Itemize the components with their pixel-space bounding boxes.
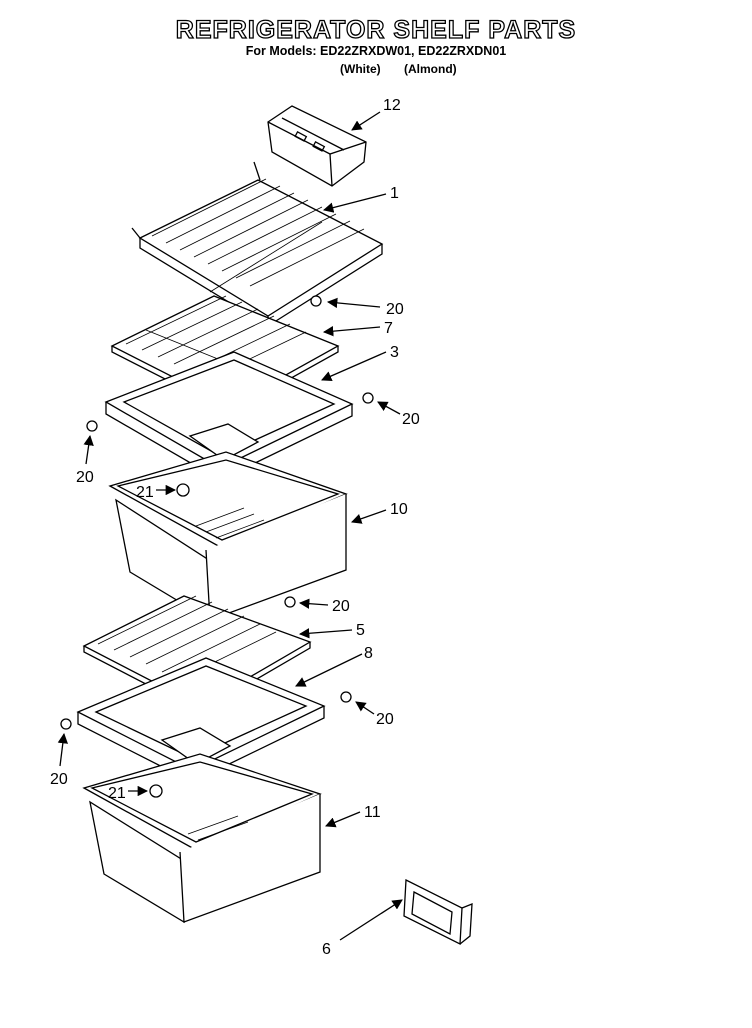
clip-20-icon: [362, 392, 374, 404]
callout-3: 3: [390, 344, 399, 361]
variant-white: (White): [340, 62, 381, 76]
callout-10: 10: [390, 501, 408, 518]
part-6-frame: [403, 878, 473, 946]
clip-20-icon: [60, 718, 72, 730]
clip-20-icon: [310, 295, 322, 307]
variant-almond: (Almond): [404, 62, 457, 76]
callout-20-a: 20: [386, 301, 404, 318]
callout-12: 12: [383, 97, 401, 114]
clip-20-icon: [86, 420, 98, 432]
part-12-bin: [267, 105, 367, 187]
callout-5: 5: [356, 622, 365, 639]
callout-20-b: 20: [402, 411, 420, 428]
clip-20-icon: [340, 691, 352, 703]
part-1-top-shelf: [131, 161, 384, 328]
clip-20-icon: [284, 596, 296, 608]
callout-21-a: 21: [136, 484, 154, 501]
callout-7: 7: [384, 320, 393, 337]
callout-20-e: 20: [376, 711, 394, 728]
callout-20-c: 20: [76, 469, 94, 486]
callout-8: 8: [364, 645, 373, 662]
callout-1: 1: [390, 185, 399, 202]
callout-11: 11: [364, 804, 381, 821]
callout-20-d: 20: [332, 598, 350, 615]
page-title: REFRIGERATOR SHELF PARTS: [175, 15, 577, 44]
callout-6: 6: [322, 941, 331, 958]
clip-icons: [60, 295, 374, 798]
leader-lines: [57, 111, 403, 941]
models-line: For Models: ED22ZRXDW01, ED22ZRXDN01: [245, 44, 507, 58]
callout-20-f: 20: [50, 771, 68, 788]
clip-21-icon: [176, 483, 190, 497]
part-10-crisper-drawer: [108, 451, 348, 622]
clip-21-icon: [149, 784, 163, 798]
part-11-crisper-drawer: [82, 753, 322, 924]
callout-21-b: 21: [108, 785, 126, 802]
